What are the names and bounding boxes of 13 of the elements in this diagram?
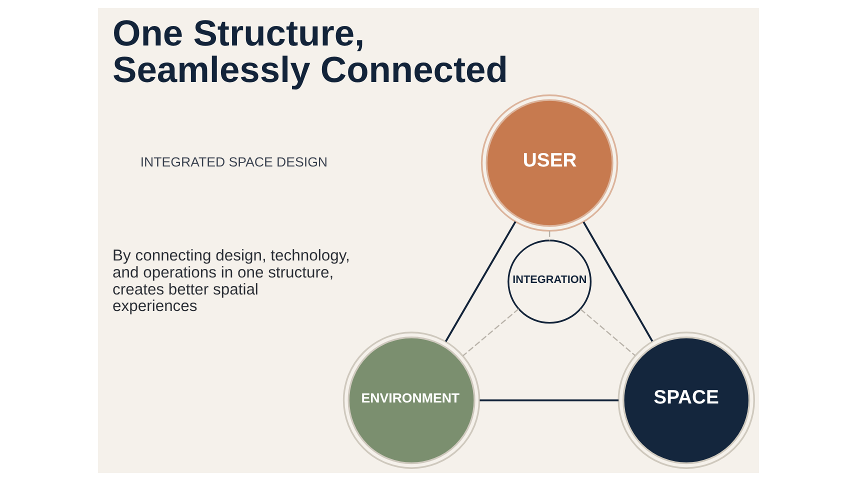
connector xyxy=(479,399,618,402)
node-circle: INTEGRATION xyxy=(507,240,592,324)
diagram-title: One Structure, Seamlessly Connected xyxy=(112,12,508,90)
connector xyxy=(444,221,516,342)
connector xyxy=(582,222,653,342)
connector xyxy=(548,230,550,240)
node-circle: SPACE xyxy=(617,332,754,469)
label: INTEGRATED SPACE DESIGN xyxy=(140,154,328,170)
connector xyxy=(580,308,635,356)
node-circle: ENVIRONMENT xyxy=(342,332,480,469)
connector xyxy=(462,308,518,356)
label: By connecting design, technology, and operations in one structure, creates better spatial experiences xyxy=(112,247,350,316)
node-circle: USER xyxy=(480,94,618,232)
